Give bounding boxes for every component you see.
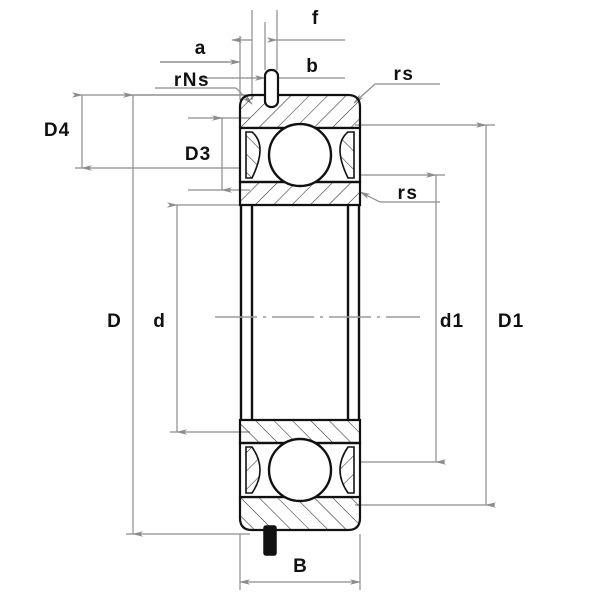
label-rNs: rNs xyxy=(174,70,210,91)
label-b: b xyxy=(306,56,318,77)
seal-pocket-bottom-right xyxy=(339,446,355,494)
labels-group: f a b rNs rs rs D4 D3 D d d1 D1 B xyxy=(44,8,524,577)
label-rs-mid: rs xyxy=(398,183,419,204)
label-D: D xyxy=(107,311,121,332)
leader-rs-mid-diag xyxy=(359,191,381,203)
label-B: B xyxy=(293,556,307,577)
label-D1: D1 xyxy=(498,311,524,332)
label-a: a xyxy=(195,38,206,59)
label-d1: d1 xyxy=(440,311,464,332)
seal-pocket-top-left xyxy=(245,131,261,179)
snap-ring-groove xyxy=(263,68,280,109)
label-f: f xyxy=(312,8,319,29)
label-D3: D3 xyxy=(185,144,211,165)
outer-ring-bottom-lower xyxy=(238,495,362,532)
label-D4: D4 xyxy=(44,120,70,141)
seal-pocket-top-right xyxy=(339,131,355,179)
ball-top xyxy=(267,122,333,188)
seal-pocket-bottom-left xyxy=(245,446,261,494)
dimension-lines-group xyxy=(72,10,496,590)
label-rs-top: rs xyxy=(394,64,415,85)
ball-bottom xyxy=(267,437,333,503)
bottom-reference-mark xyxy=(263,525,277,556)
label-d: d xyxy=(153,311,165,332)
bearing-body-group xyxy=(238,68,362,556)
